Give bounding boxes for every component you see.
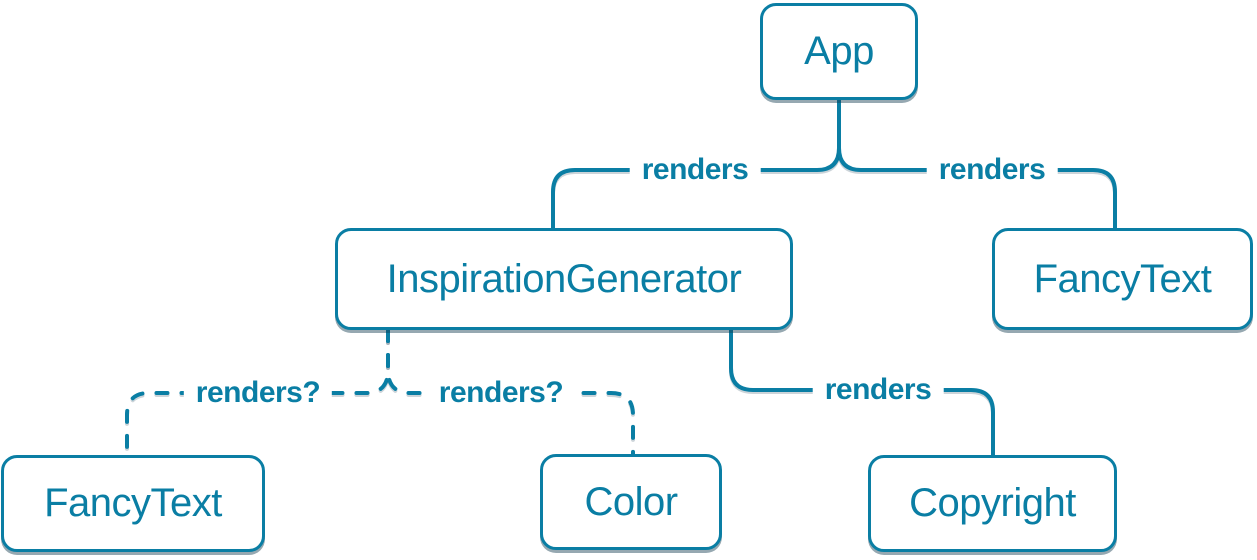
node-label: InspirationGenerator — [386, 256, 742, 301]
edge-label-renders-maybe-color: renders? — [426, 375, 576, 411]
edge-label-renders-app-inspirationgenerator: renders — [629, 152, 761, 188]
node-label: FancyText — [44, 481, 222, 525]
edge-label-renders-maybe-fancytext: renders? — [183, 375, 333, 411]
node-copyright: Copyright — [868, 455, 1117, 552]
node-inspirationgenerator: InspirationGenerator — [335, 228, 793, 330]
node-app: App — [760, 3, 918, 100]
node-color: Color — [540, 454, 722, 550]
edge-label-renders-app-fancytext: renders — [926, 152, 1058, 188]
node-fancytext-top: FancyText — [992, 228, 1253, 330]
edge-label-renders-copyright: renders — [812, 372, 944, 408]
node-label: Copyright — [909, 481, 1076, 525]
node-label: App — [804, 29, 874, 73]
node-label: Color — [584, 479, 678, 524]
node-fancytext-bottom: FancyText — [1, 455, 265, 552]
node-label: FancyText — [1033, 256, 1212, 301]
